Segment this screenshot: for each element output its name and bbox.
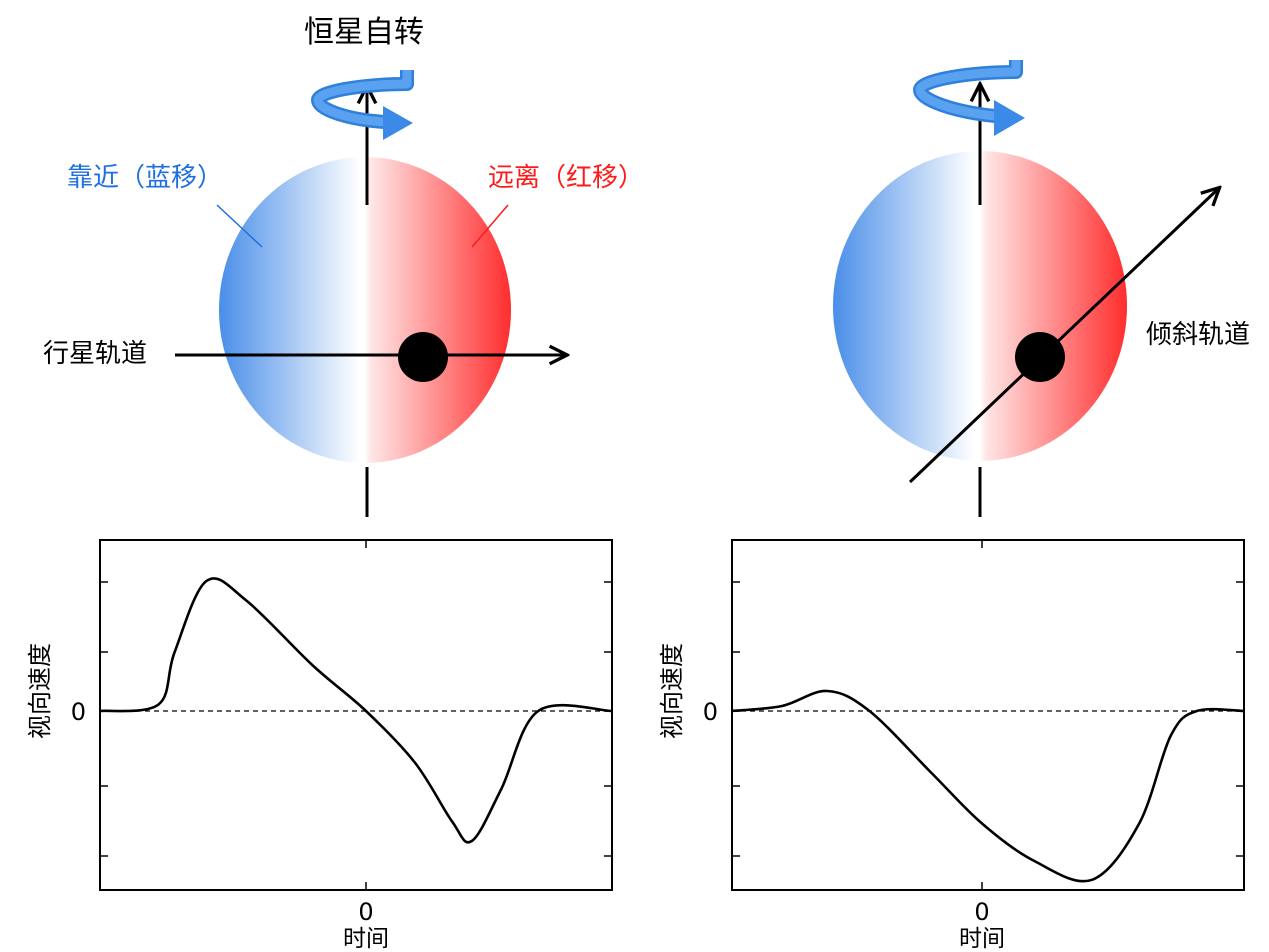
x-tick-label: 0 bbox=[358, 898, 373, 926]
left-star-panel bbox=[175, 70, 565, 517]
approaching-leader-line bbox=[216, 204, 263, 248]
right-star-panel bbox=[833, 60, 1218, 517]
planet bbox=[398, 332, 448, 382]
x-tick-label: 0 bbox=[974, 898, 989, 926]
approaching-label: 靠近（蓝移） bbox=[67, 163, 223, 193]
y-axis-label: 视向速度 bbox=[26, 643, 54, 739]
tilted-orbit-line bbox=[908, 189, 1218, 484]
radial-velocity-curve bbox=[731, 689, 1245, 883]
y-tick-label: 0 bbox=[703, 698, 718, 726]
star-rotation-label: 恒星自转 bbox=[304, 15, 424, 50]
planet-right bbox=[1015, 332, 1065, 382]
y-axis-label: 视向速度 bbox=[658, 643, 686, 739]
star-disk bbox=[219, 157, 511, 463]
rotation-arrow-icon bbox=[311, 70, 414, 140]
radial-velocity-curve bbox=[99, 577, 613, 844]
plot-frame bbox=[99, 539, 613, 891]
y-tick-label: 0 bbox=[71, 698, 86, 726]
receding-label: 远离（红移） bbox=[488, 163, 644, 193]
planet-orbit-label: 行星轨道 bbox=[43, 339, 147, 369]
x-axis-label: 时间 bbox=[343, 926, 389, 952]
receding-leader-line bbox=[471, 204, 509, 248]
star-disk-right bbox=[833, 151, 1127, 461]
tilted-orbit-label: 倾斜轨道 bbox=[1146, 320, 1250, 350]
x-axis-label: 时间 bbox=[959, 926, 1005, 952]
rotation-arrow-icon-right bbox=[913, 60, 1025, 136]
plot-frame bbox=[731, 539, 1245, 891]
